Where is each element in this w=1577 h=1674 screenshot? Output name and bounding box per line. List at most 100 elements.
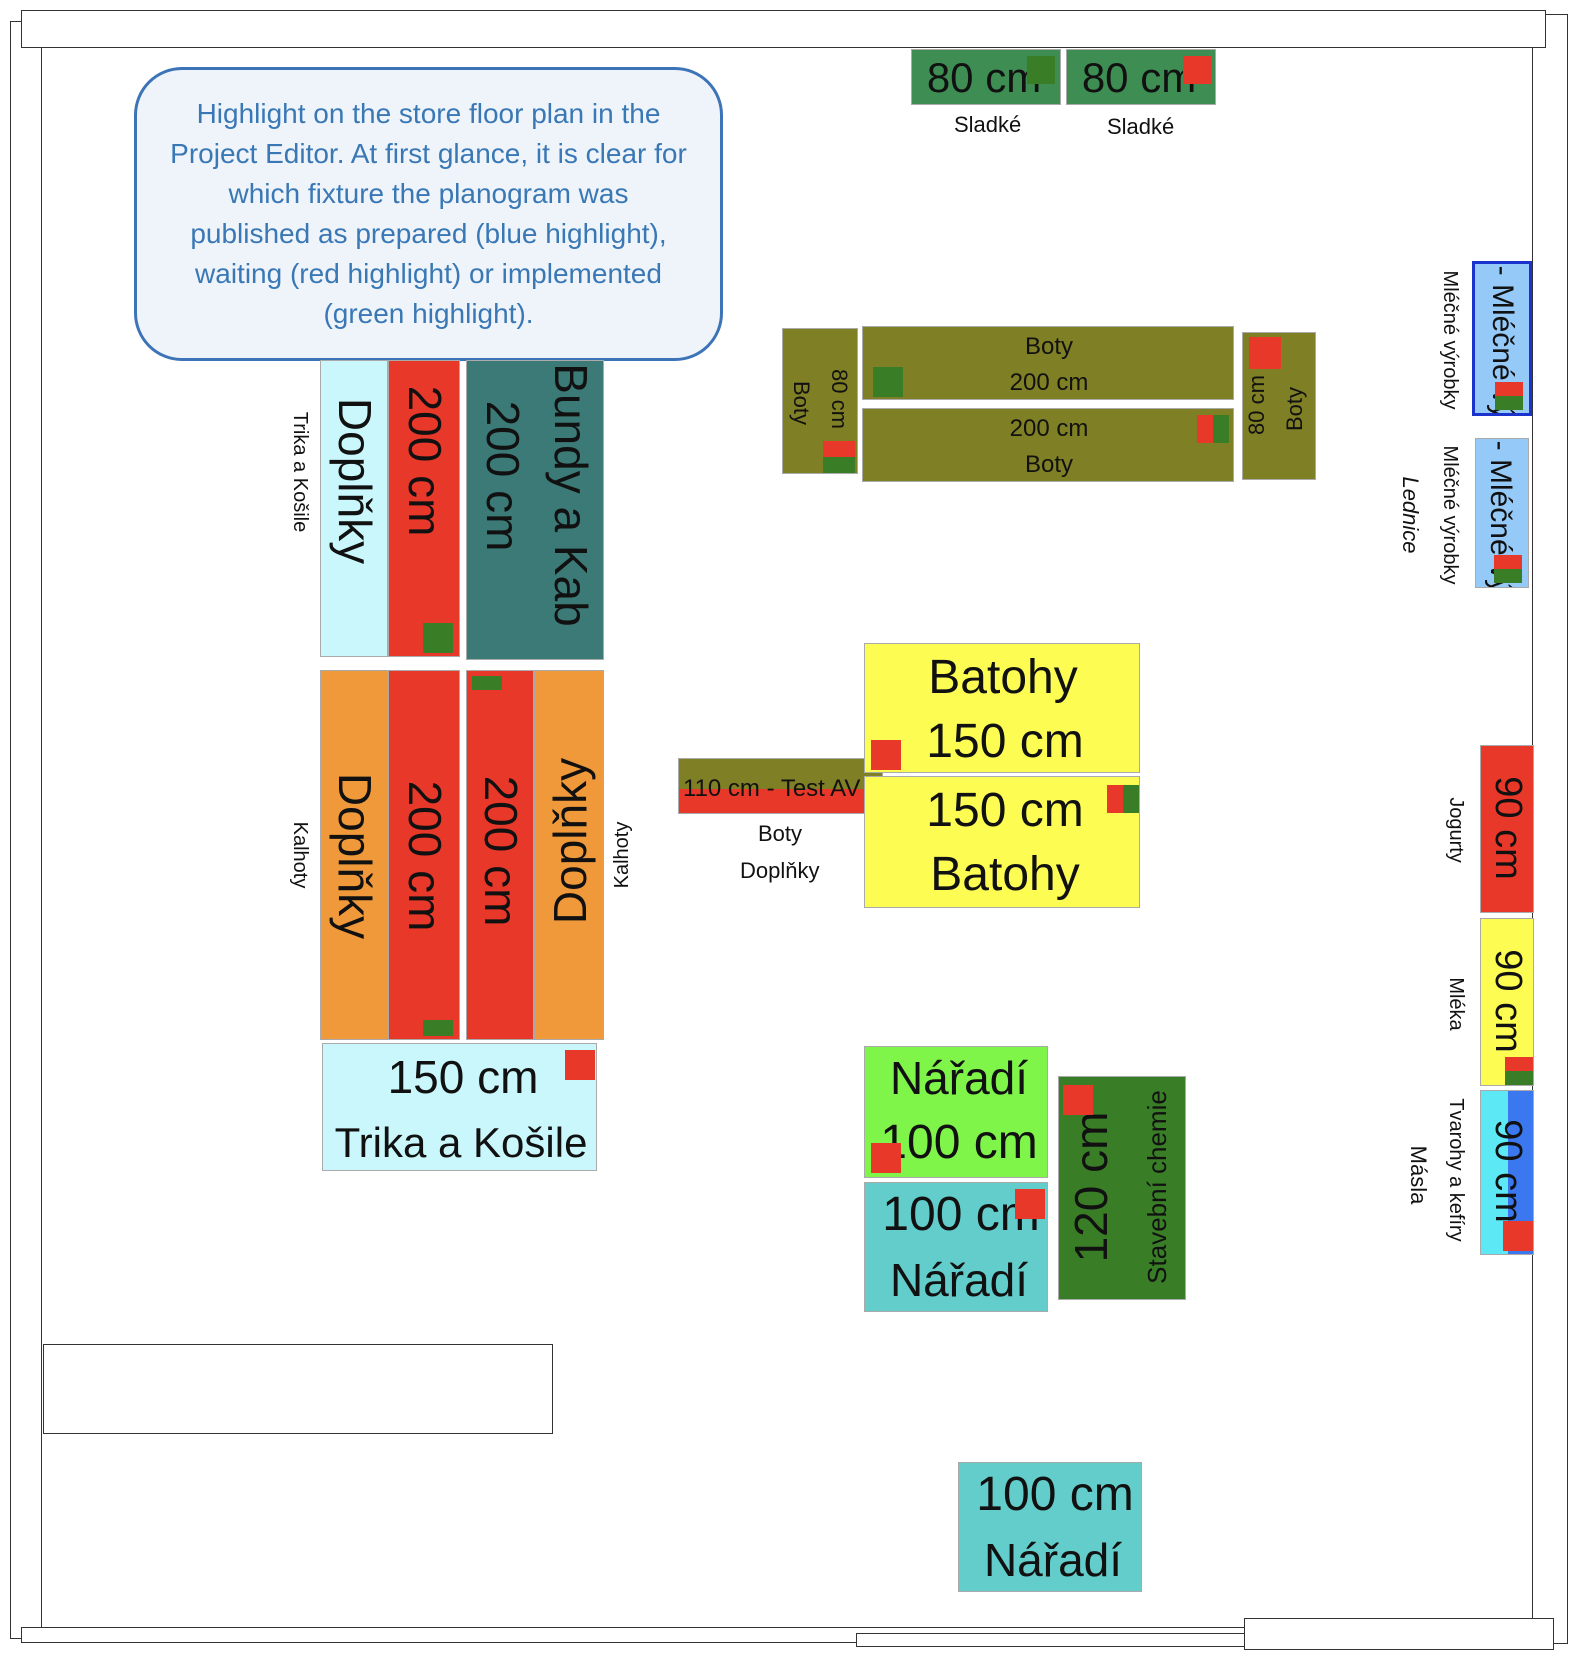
fixture-category-label: Doplňky (329, 397, 381, 565)
fixture-side-label: Kalhoty (611, 821, 633, 889)
info-callout: Highlight on the store floor plan in the… (134, 67, 723, 361)
fixture-category-label: Trika a Košile (334, 1119, 588, 1166)
zone-label-lednice: Lednice (1398, 476, 1423, 554)
fixture-size-label: 200 cm (399, 385, 451, 537)
fixture-category-label: Doplňky (329, 772, 381, 940)
fixture-boty-bottom[interactable]: 200 cm Boty (862, 408, 1234, 482)
fixture-naradi-bottom[interactable]: 100 cm Nářadí (958, 1462, 1142, 1592)
fixture-sladke-2[interactable]: 80 cm (1066, 49, 1216, 105)
fixture-mlecne-1[interactable]: 80 cm - Mléčné výrobky (1472, 261, 1532, 416)
status-implemented-marker (1494, 569, 1522, 583)
fixture-size-label: 100 cm (880, 1116, 1038, 1169)
fixture-category-label: Nářadí (889, 1254, 1029, 1306)
fixture-category-label: Boty (1024, 333, 1074, 360)
status-waiting-marker (1495, 382, 1523, 396)
fixture-mlecne-2[interactable]: 80 cm - Mléčné výrobky (1475, 438, 1529, 588)
callout-text: Highlight on the store floor plan in the… (170, 98, 687, 329)
status-implemented-marker (873, 367, 903, 397)
status-waiting-marker (1183, 56, 1211, 84)
fixture-size-label: 200 cm (1009, 369, 1089, 396)
fixture-sladke-1[interactable]: 80 cm (911, 49, 1061, 105)
fixture-bundy[interactable]: 200 cm Bundy a Kab (466, 360, 604, 660)
fixture-boty-left[interactable]: Boty 80 cm (782, 328, 858, 474)
wall-left (10, 21, 42, 1639)
status-waiting-marker (1494, 555, 1522, 569)
fixture-boty-right[interactable]: 80 cm Boty (1242, 332, 1316, 480)
fixture-size-label: 150 cm (926, 715, 1084, 768)
fixture-category-label: Boty (1024, 451, 1074, 478)
wall-top (21, 10, 1546, 48)
status-waiting-marker (823, 441, 855, 457)
fixture-batohy-top[interactable]: Batohy 150 cm (864, 643, 1140, 773)
fixture-size-label: 80 cm (1081, 54, 1197, 101)
fixture-tvarohy[interactable]: 90 cm (1480, 1090, 1534, 1255)
wall-right (1532, 14, 1568, 1644)
status-waiting-marker (1503, 1221, 1533, 1251)
status-implemented-marker (472, 676, 502, 690)
fixture-kalhoty-right[interactable]: Doplňky (534, 670, 604, 1040)
fixture-size-label: 90 cm (1487, 776, 1529, 880)
status-waiting-marker (1107, 785, 1123, 813)
fixture-side-label: Trika a Košile (289, 411, 311, 533)
fixture-category-label: Sladké (1107, 114, 1175, 139)
fixture-trika-column[interactable]: Doplňky (320, 360, 388, 657)
fixture-category-label: Doplňky (740, 858, 820, 883)
fixture-category-label: Bundy a Kab (545, 363, 597, 627)
fixture-size-label: 90 cm (1487, 949, 1529, 1053)
fixture-size-label: 80 cm (1244, 375, 1269, 435)
status-waiting-marker (1015, 1189, 1045, 1219)
fixture-boty-top[interactable]: Boty 200 cm (862, 326, 1234, 400)
fixture-red-200-mid-right[interactable]: 200 cm (466, 670, 534, 1040)
fixture-naradi-teal[interactable]: 100 cm Nářadí (864, 1182, 1048, 1312)
fixture-size-label: 200 cm (475, 775, 527, 927)
fixture-size-label: 200 cm (477, 400, 529, 552)
fixture-size-label: 90 cm (1487, 1119, 1529, 1223)
fixture-category-label: Mléka (1445, 977, 1467, 1031)
status-implemented-marker (1123, 785, 1139, 813)
status-implemented-marker (1505, 1071, 1533, 1085)
status-waiting-marker (1197, 415, 1213, 443)
fixture-category-label: Boty (1282, 386, 1307, 432)
fixture-category-label: Nářadí (983, 1534, 1123, 1586)
status-waiting-marker (1063, 1085, 1093, 1115)
fixture-size-label: 200 cm (1009, 415, 1089, 442)
fixture-category-label: Batohy (930, 848, 1080, 901)
status-waiting-marker (1249, 337, 1281, 369)
fixture-size-label: 200 cm (399, 780, 451, 932)
fixture-mleka[interactable]: 90 cm (1480, 918, 1534, 1086)
zone-label-masla: Másla (1406, 1145, 1431, 1205)
fixture-trika-bottom[interactable]: 150 cm Trika a Košile (322, 1043, 597, 1171)
fixture-category-label: Boty (758, 821, 803, 846)
status-implemented-marker (823, 457, 855, 473)
fixture-test-av[interactable]: 110 cm - Test AV (678, 758, 883, 814)
fixture-category-label: Mléčné výrobky (1439, 270, 1461, 410)
fixture-size-label: 150 cm (926, 784, 1084, 837)
fixture-red-200-top[interactable]: 200 cm (388, 360, 460, 657)
fixture-category-label: Tvarohy a kefíry (1445, 1098, 1467, 1242)
fixture-category-label: Stavební chemie (1142, 1090, 1172, 1284)
fixture-size-label: 110 cm - Test AV (683, 775, 861, 802)
status-waiting-marker (871, 1143, 901, 1173)
fixture-size-label: 100 cm (882, 1188, 1040, 1241)
fixture-red-200-mid-left[interactable]: 200 cm (388, 670, 460, 1040)
fixture-batohy-bottom[interactable]: 150 cm Batohy (864, 776, 1140, 908)
counter (43, 1344, 553, 1434)
fixture-size-label: 100 cm (976, 1468, 1134, 1521)
fixture-jogurty[interactable]: 90 cm (1480, 745, 1534, 913)
wall-bottom-door (856, 1633, 1246, 1647)
fixture-category-label: Boty (789, 380, 814, 426)
fixture-size-label: 150 cm (387, 1051, 539, 1103)
wall-bottom-right (1244, 1618, 1554, 1650)
status-implemented-marker (423, 623, 453, 653)
status-waiting-band (679, 789, 882, 813)
fixture-size-label: 80 cm (827, 369, 852, 429)
status-implemented-marker (423, 1020, 453, 1036)
fixture-category-label: Sladké (954, 112, 1022, 137)
fixture-size-label: 120 cm (1065, 1111, 1117, 1263)
status-waiting-marker (1505, 1057, 1533, 1071)
fixture-side-label: Kalhoty (289, 821, 311, 889)
status-implemented-marker (1495, 396, 1523, 410)
fixture-category-label: Jogurty (1445, 797, 1467, 863)
fixture-naradi-green[interactable]: Nářadí 100 cm (864, 1046, 1048, 1178)
fixture-stavebni[interactable]: 120 cm Stavební chemie (1058, 1076, 1186, 1300)
